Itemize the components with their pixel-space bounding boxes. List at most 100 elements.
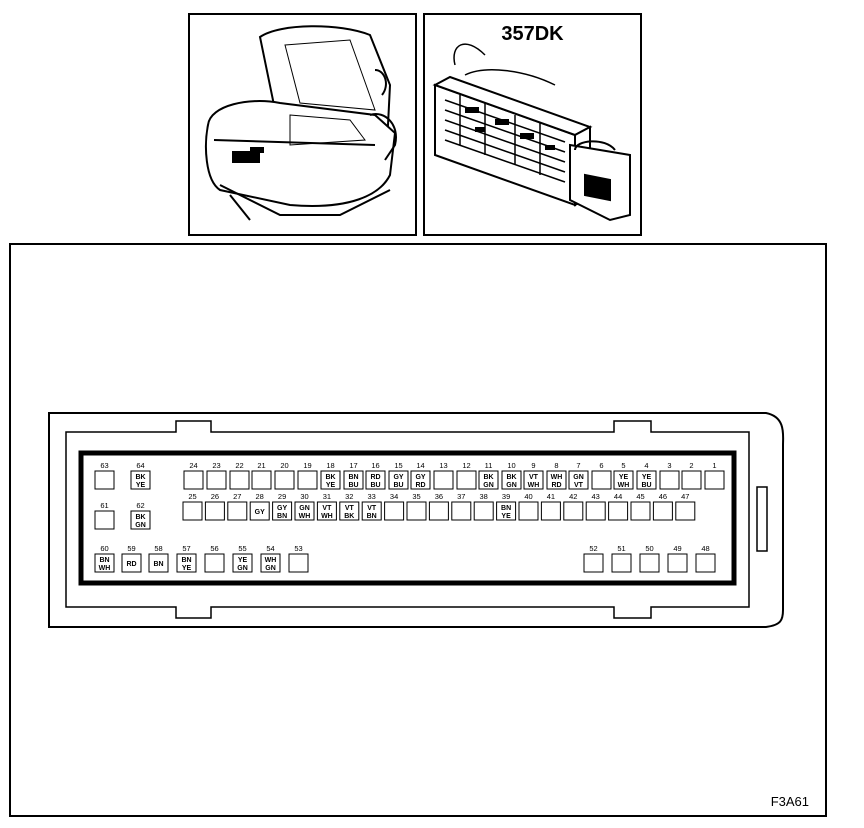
pin-cavity <box>384 501 405 521</box>
wire-color: YE <box>326 482 336 489</box>
pin-cavity <box>249 501 270 521</box>
pin-49: 49 <box>667 544 688 573</box>
pin-number: 26 <box>211 492 219 501</box>
wire-color: GN <box>573 474 584 481</box>
pin-number: 61 <box>100 501 108 510</box>
pin-38: 38 <box>473 492 494 521</box>
pin-number: 5 <box>621 461 625 470</box>
pin-cavity <box>681 470 702 490</box>
wire-color: WH <box>299 513 311 520</box>
pin-cavity <box>204 501 225 521</box>
pin-cavity <box>260 553 281 573</box>
pin-number: 56 <box>210 544 218 553</box>
pin-number: 57 <box>182 544 190 553</box>
pin-number: 27 <box>233 492 241 501</box>
wire-color: WH <box>99 565 111 572</box>
pin-cavity <box>94 510 115 530</box>
pin-cavity <box>365 470 386 490</box>
module-label: 357DK <box>501 23 564 45</box>
pin-number: 25 <box>188 492 196 501</box>
pin-cavity <box>229 470 250 490</box>
wire-color: BU <box>370 482 380 489</box>
pin-number: 31 <box>323 492 331 501</box>
pin-number: 9 <box>531 461 535 470</box>
pin-number: 11 <box>485 461 493 470</box>
pin-number: 28 <box>256 492 264 501</box>
pin-number: 15 <box>394 461 402 470</box>
pin-56: 56 <box>204 544 225 573</box>
seat-illustration <box>205 25 397 221</box>
pin-26: 26 <box>204 492 225 521</box>
pin-63: 63 <box>94 461 115 490</box>
pin-number: 59 <box>127 544 135 553</box>
pin-cavity <box>406 501 427 521</box>
pin-number: 51 <box>617 544 625 553</box>
pin-cavity <box>343 470 364 490</box>
pin-cavity <box>251 470 272 490</box>
pin-cavity <box>496 501 517 521</box>
pin-number: 6 <box>599 461 603 470</box>
pin-45: 45 <box>630 492 651 521</box>
pin-13: 13 <box>433 461 454 490</box>
pin-cavity <box>659 470 680 490</box>
wire-color: GY <box>393 474 403 481</box>
pin-cavity <box>294 501 315 521</box>
pin-cavity <box>288 553 309 573</box>
pin-50: 50 <box>639 544 660 573</box>
wire-color: BN <box>99 557 109 564</box>
pin-cavity <box>428 501 449 521</box>
pin-23: 23 <box>206 461 227 490</box>
wire-color: BU <box>393 482 403 489</box>
pin-35: 35 <box>406 492 427 521</box>
pin-42: 42 <box>563 492 584 521</box>
pin-number: 41 <box>547 492 555 501</box>
pin-cavity <box>501 470 522 490</box>
wire-color: YE <box>619 474 629 481</box>
pin-number: 54 <box>266 544 274 553</box>
pin-number: 16 <box>371 461 379 470</box>
pin-number: 34 <box>390 492 398 501</box>
wire-color: BN <box>153 561 163 568</box>
pin-cavity <box>695 553 716 573</box>
wire-color: YE <box>238 557 248 564</box>
pin-cavity <box>176 553 197 573</box>
pin-cavity <box>297 470 318 490</box>
pin-36: 36 <box>428 492 449 521</box>
pin-cavity <box>130 470 151 490</box>
pin-cavity <box>630 501 651 521</box>
pin-number: 43 <box>592 492 600 501</box>
pin-number: 49 <box>673 544 681 553</box>
pin-cavity <box>316 501 337 521</box>
pin-number: 19 <box>303 461 311 470</box>
wire-color: VT <box>529 474 539 481</box>
seat-illustration-panel <box>188 13 417 236</box>
pin-number: 46 <box>659 492 667 501</box>
pin-cavity <box>182 501 203 521</box>
pin-53: 53 <box>288 544 309 573</box>
wire-color: BK <box>506 474 516 481</box>
wire-color: GY <box>255 509 265 516</box>
pin-34: 34 <box>384 492 405 521</box>
wire-color: YE <box>642 474 652 481</box>
wire-color: YE <box>501 513 511 520</box>
pin-number: 50 <box>645 544 653 553</box>
wire-color: WH <box>528 482 540 489</box>
pin-51: 51 <box>611 544 632 573</box>
pin-27: 27 <box>227 492 248 521</box>
wire-color: BN <box>348 474 358 481</box>
wire-color: VT <box>322 505 332 512</box>
pin-cavity <box>546 470 567 490</box>
pin-number: 55 <box>238 544 246 553</box>
pin-cavity <box>456 470 477 490</box>
wire-color: WH <box>265 557 277 564</box>
pin-20: 20 <box>274 461 295 490</box>
pin-number: 58 <box>154 544 162 553</box>
